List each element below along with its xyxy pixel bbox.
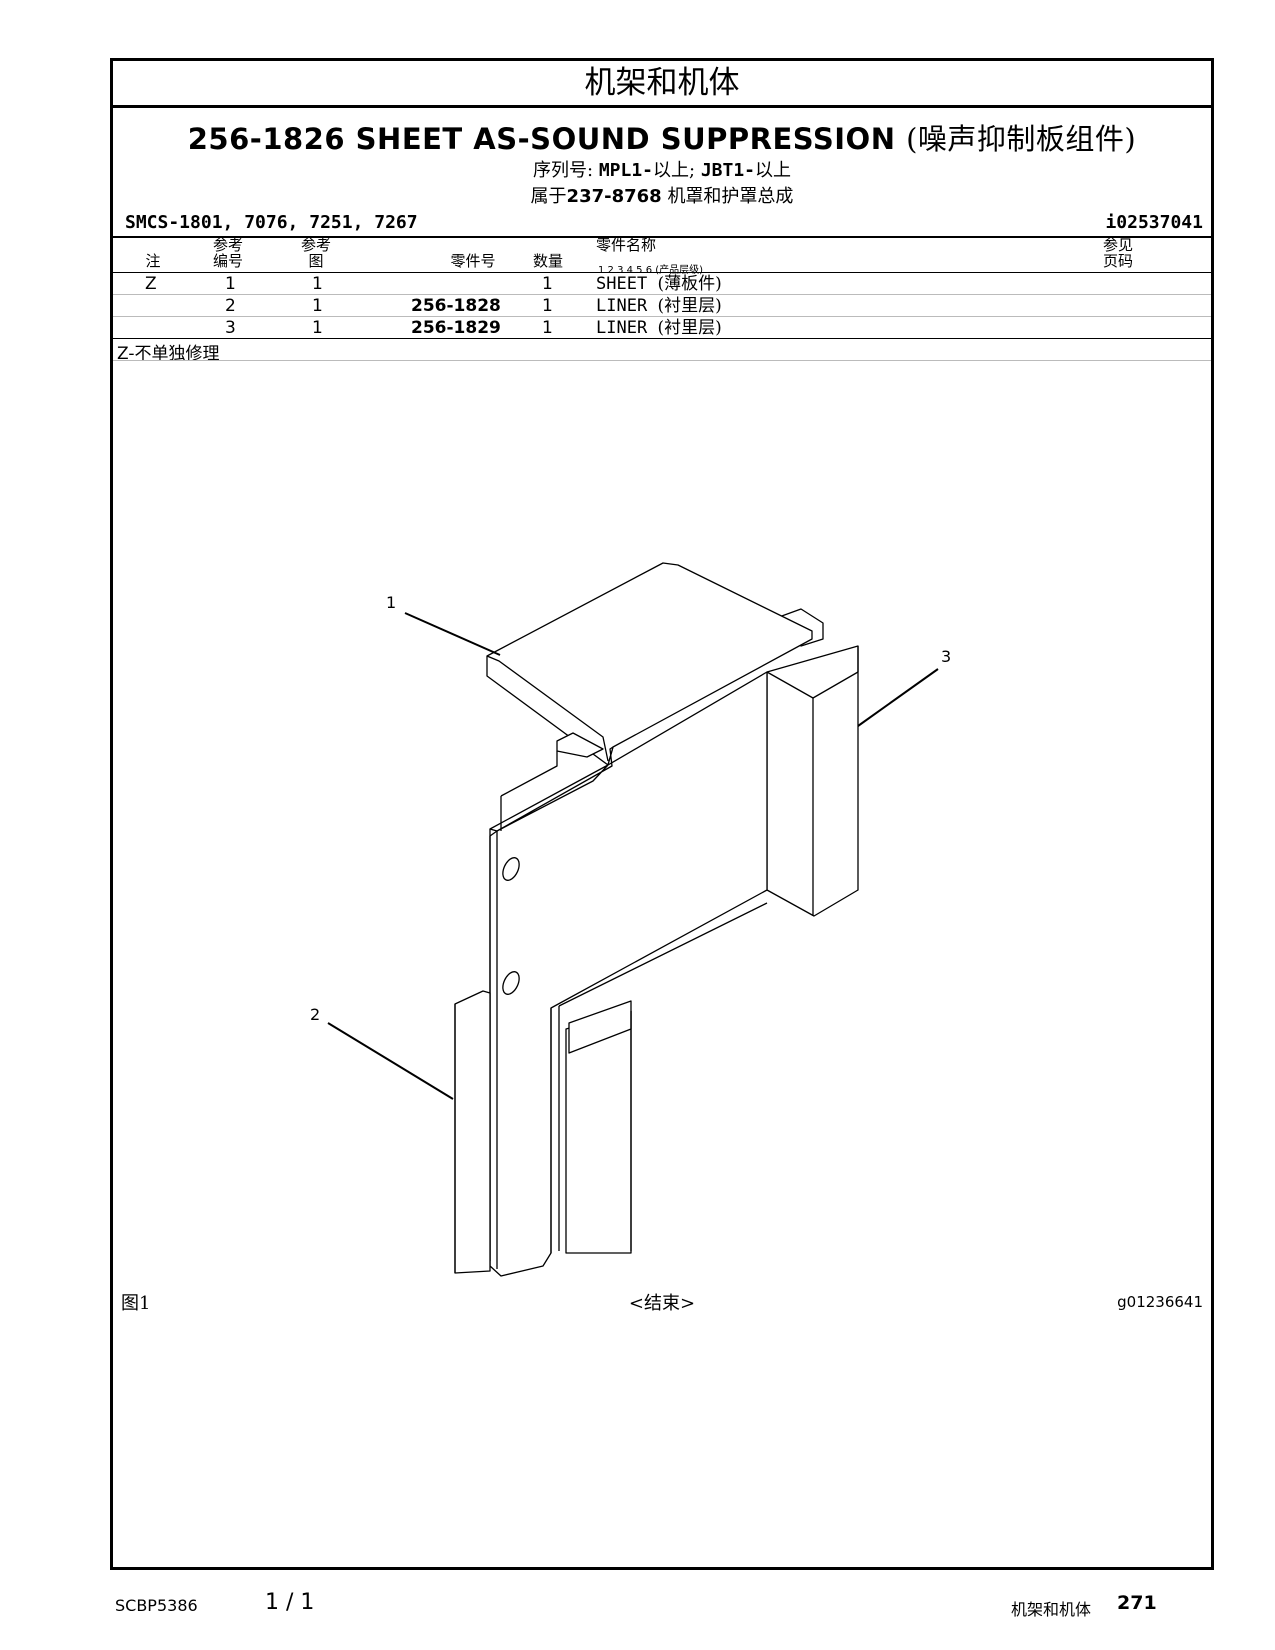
callout-3: 3 [941,647,952,666]
col-ref-no-top: 参考 [212,236,243,254]
row-qty: 1 [542,296,553,316]
serial-mpl-suffix: 以上; [653,160,696,181]
row-part: 256-1829 [411,318,501,338]
row-name: LINER (衬里层) [596,296,722,316]
row-qty: 1 [542,274,553,294]
col-see-bottom: 页码 [1102,252,1133,270]
belongs-name: 机罩和护罩总成 [667,186,794,207]
footer-section: 机架和机体 [1011,1600,1092,1619]
row-fig: 1 [312,318,323,338]
table-bottom-rule [113,338,1211,339]
belongs-line: 属于237-8768 机罩和护罩总成 [113,182,1211,208]
row-rule [113,316,1211,317]
page-title: 256-1826 SHEET AS-SOUND SUPPRESSION (噪声抑… [113,116,1211,158]
footer-page-number: 271 [1117,1592,1157,1614]
row-fig: 1 [312,274,323,294]
col-ref-no-bottom: 编号 [212,252,243,270]
row-note: Z [145,274,157,294]
row-name: SHEET (薄板件) [596,274,722,294]
col-ref-fig-bottom: 图 [308,252,324,270]
page-frame: 机架和机体 256-1826 SHEET AS-SOUND SUPPRESSIO… [110,58,1214,1570]
footnote-rule [113,360,1211,361]
header-rule [113,272,1211,273]
callout-1: 1 [386,593,397,612]
row-ref: 1 [225,274,236,294]
parts-drawing [327,562,939,1277]
col-note: 注 [145,252,161,270]
callout-2: 2 [310,1005,321,1024]
footer-doc: SCBP5386 [115,1596,198,1615]
belongs-part: 237-8768 [566,186,662,207]
serial-jbt-suffix: 以上 [755,160,791,181]
row-part: 256-1828 [411,296,501,316]
part-code: 256-1826 [187,122,346,156]
end-label: <结束> [628,1293,696,1314]
part-name-cn: (噪声抑制板组件) [906,122,1137,156]
part-name-en: SHEET AS-SOUND SUPPRESSION [355,122,896,156]
figure-label: 图1 [121,1293,151,1314]
serial-jbt: JBT1- [700,160,755,181]
row-ref: 3 [225,318,236,338]
col-part-no: 零件号 [450,252,496,270]
row-qty: 1 [542,318,553,338]
serial-label: 序列号: [533,160,594,181]
document-ident: i02537041 [1105,212,1203,233]
row-ref: 2 [225,296,236,316]
graphic-id: g01236641 [1117,1293,1203,1311]
table-top-rule [113,236,1211,238]
col-levels: 1 2 3 4 5 6 (产品层级) [598,265,704,276]
serial-line: 序列号: MPL1-以上; JBT1-以上 [113,156,1211,182]
row-name: LINER (衬里层) [596,318,722,338]
section-title: 机架和机体 [113,61,1211,108]
col-part-name: 零件名称 [596,236,657,254]
col-see-top: 参见 [1102,236,1133,254]
row-fig: 1 [312,296,323,316]
col-ref-fig-top: 参考 [300,236,331,254]
serial-mpl: MPL1- [598,160,653,181]
footnote: Z-不单独修理 [117,344,220,364]
row-rule [113,294,1211,295]
smcs-codes: SMCS-1801, 7076, 7251, 7267 [125,212,418,233]
col-qty: 数量 [532,252,563,270]
footer-page: 1 / 1 [265,1590,315,1615]
belongs-prefix: 属于 [530,186,567,207]
